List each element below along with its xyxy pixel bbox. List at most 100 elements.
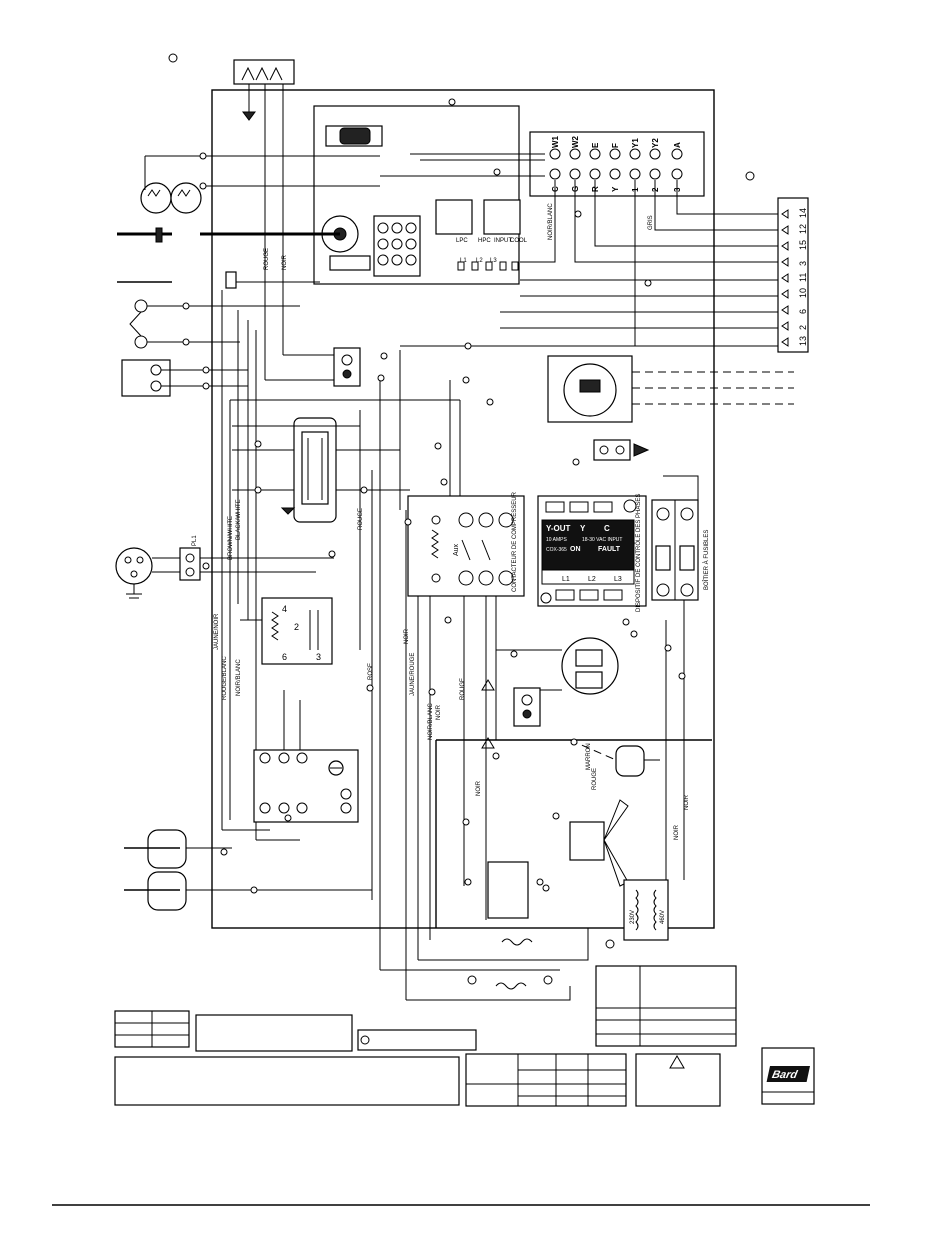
heater-transformer <box>232 417 410 523</box>
control-transformer: 230V 460V <box>605 879 669 949</box>
svg-text:ROUGE/BLANC: ROUGE/BLANC <box>222 656 228 700</box>
plug-pin-labels: 14 12 15 3 11 10 6 2 13 <box>798 208 808 346</box>
ground-callout-circle <box>168 53 178 63</box>
wire-label-noir-top: NOIR <box>282 254 288 270</box>
svg-text:COX-365: COX-365 <box>546 547 567 553</box>
left-wire-labels: BROWN/WHITE BLACK/WHITE JAUNE/NOIR ROUGE… <box>214 499 482 796</box>
fuse-block: BOÎTIER À FUSIBLES <box>651 475 710 601</box>
svg-text:L1: L1 <box>562 576 570 583</box>
fuse-block-label: BOÎTIER À FUSIBLES <box>703 530 710 590</box>
two-terminal-box <box>121 359 248 397</box>
defrost-control-board <box>253 690 359 823</box>
pl1-label: PL1 <box>192 535 198 546</box>
plug-connector: 14 12 15 3 11 10 6 2 13 <box>777 197 809 353</box>
svg-text:NOIR: NOIR <box>404 628 410 644</box>
svg-text:ROUGE: ROUGE <box>460 678 466 700</box>
svg-text:NOIR/BLANC: NOIR/BLANC <box>236 659 242 696</box>
svg-text:Y: Y <box>580 524 586 533</box>
board-label-lpc: LPC <box>456 238 468 244</box>
svg-text:2: 2 <box>294 622 299 632</box>
svg-text:4: 4 <box>282 604 287 614</box>
board-label-l3: L3 <box>490 258 497 264</box>
legend-tables <box>114 965 737 1107</box>
svg-text:W1: W1 <box>551 135 560 148</box>
svg-text:C: C <box>604 524 610 533</box>
fan-motor: ROUGE MARRON NOIR NOIR <box>569 600 690 880</box>
wire-label-noir-blanc-top: NOIR/BLANC <box>548 203 554 240</box>
temperature-sensors <box>117 227 340 289</box>
svg-text:6: 6 <box>798 309 808 314</box>
svg-text:NOIR/BLANC: NOIR/BLANC <box>428 703 434 740</box>
svg-text:BROWN/WHITE: BROWN/WHITE <box>228 516 234 560</box>
svg-text:3: 3 <box>798 261 808 266</box>
svg-text:13: 13 <box>798 336 808 346</box>
svg-text:ROUGE: ROUGE <box>592 768 598 790</box>
control-board: LPC HPC INPUT COOL L1 L2 L3 <box>313 105 528 285</box>
pl1-connector: PL1 <box>115 535 334 599</box>
svg-text:14: 14 <box>798 208 808 218</box>
thermostat-terminal-strip: W1 W2 E F Y1 Y2 A C G R Y 1 2 3 <box>529 131 755 197</box>
svg-text:NOIR: NOIR <box>674 824 680 840</box>
svg-text:NOIR: NOIR <box>436 704 442 720</box>
phase-monitor-side-label: DISPOSITIF DE CONTRÔLE DES PHASES <box>635 494 642 612</box>
compressor-contactor: Aux CONTACTEUR DE COMPRESSEUR <box>407 491 525 597</box>
svg-text:JAUNE/NOIR: JAUNE/NOIR <box>214 613 220 650</box>
blower-assembly <box>487 799 629 919</box>
pressure-switches <box>140 155 380 214</box>
svg-text:ROUGE: ROUGE <box>358 508 364 530</box>
svg-text:NOIR: NOIR <box>684 794 690 810</box>
svg-text:ROSE: ROSE <box>368 663 374 680</box>
control-wires-right: NOIR/BLANC GRIS <box>380 153 778 347</box>
svg-text:Y2: Y2 <box>651 138 660 148</box>
svg-text:L2: L2 <box>588 576 596 583</box>
svg-text:11: 11 <box>798 273 808 282</box>
board-label-hpc: HPC <box>478 238 491 244</box>
svg-text:F: F <box>611 143 620 148</box>
contactor-aux-label: Aux <box>453 543 460 556</box>
svg-text:18-30 VAC INPUT: 18-30 VAC INPUT <box>582 537 622 543</box>
svg-text:Y: Y <box>611 186 620 192</box>
power-entry <box>168 53 295 380</box>
bard-logo: Bard <box>761 1047 815 1105</box>
terminal-block-b <box>481 679 541 749</box>
svg-text:230V: 230V <box>630 910 636 924</box>
terminal-block-a: ROUGE NOIR <box>264 248 361 387</box>
svg-text:W2: W2 <box>571 135 580 148</box>
terminal-labels-top: W1 W2 E F Y1 Y2 A <box>551 135 682 148</box>
svg-text:E: E <box>591 142 600 148</box>
svg-text:BLACK/WHITE: BLACK/WHITE <box>236 499 242 540</box>
run-capacitor <box>496 637 619 695</box>
contactor-label: CONTACTEUR DE COMPRESSEUR <box>512 491 518 592</box>
low-pressure-switch <box>129 299 300 349</box>
reversing-valve-sensors <box>124 829 372 911</box>
svg-text:Y-OUT: Y-OUT <box>546 524 571 533</box>
svg-text:A: A <box>673 142 682 148</box>
heater-elements <box>467 938 553 990</box>
board-label-cool: COOL <box>510 238 528 244</box>
time-delay-relay: 4 2 6 3 <box>261 597 333 665</box>
svg-text:10: 10 <box>798 288 808 298</box>
svg-text:12: 12 <box>798 224 808 234</box>
disconnect-switch <box>547 355 794 461</box>
svg-text:Y1: Y1 <box>631 138 640 148</box>
svg-text:10 AMPS: 10 AMPS <box>546 537 568 543</box>
svg-text:FAULT: FAULT <box>598 546 621 553</box>
svg-text:NOIR: NOIR <box>476 780 482 796</box>
svg-text:460V: 460V <box>660 910 666 924</box>
wire-label-rouge-top: ROUGE <box>264 248 270 270</box>
svg-text:3: 3 <box>316 652 321 662</box>
svg-text:L3: L3 <box>614 576 622 583</box>
svg-text:15: 15 <box>798 240 808 250</box>
svg-text:6: 6 <box>282 652 287 662</box>
svg-text:ON: ON <box>570 546 581 553</box>
board-label-l2: L2 <box>476 258 483 264</box>
board-label-input: INPUT <box>494 238 512 244</box>
board-label-l1: L1 <box>460 258 467 264</box>
callout-circles <box>182 98 686 894</box>
svg-text:JAUNE/ROUGE: JAUNE/ROUGE <box>410 653 416 696</box>
svg-text:2: 2 <box>798 325 808 330</box>
logo-text: Bard <box>771 1069 799 1081</box>
svg-text:MARRON: MARRON <box>586 743 592 770</box>
phase-monitor: Y-OUT Y C 10 AMPS 18-30 VAC INPUT COX-36… <box>537 494 647 612</box>
